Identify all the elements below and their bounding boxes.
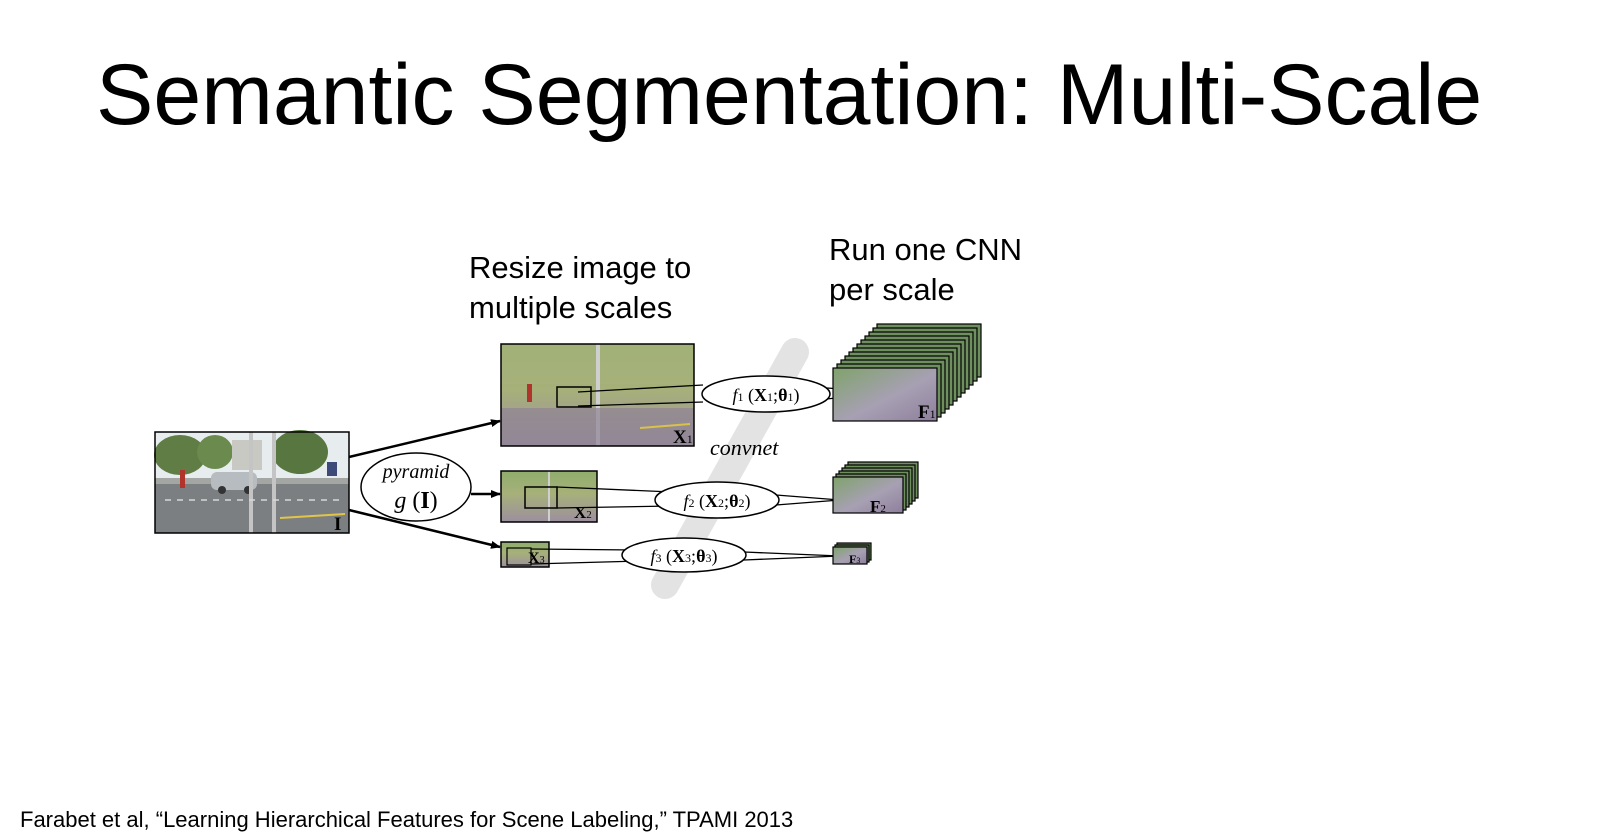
pyramid-node: pyramid g (I) [360, 452, 472, 522]
scale-1-function: f1 (X1;θ1) [733, 385, 800, 406]
scale-2-feature-map-layer [832, 476, 904, 514]
scale-1-x-label: X1 [673, 427, 693, 448]
scale-3-feature-map-layer [832, 546, 868, 565]
input-label: I [334, 514, 341, 535]
convnet-label: convnet [710, 435, 779, 460]
scale-2-function: f2 (X2;θ2) [684, 491, 751, 512]
scale-1-convnet: f1 (X1;θ1) [701, 375, 831, 413]
caption-resize-line-1: Resize image to [469, 250, 692, 285]
pyramid-label: pyramid [381, 461, 451, 483]
scale-3-convnet: f3 (X3;θ3) [621, 537, 747, 573]
scale-1-feature-label: F1 [918, 402, 936, 423]
scale-3-x-label: X3 [528, 550, 545, 567]
caption-cnn-line-2: per scale [829, 272, 955, 307]
scale-2-convnet: f2 (X2;θ2) [654, 481, 780, 519]
scale-1-feature-maps [832, 323, 982, 422]
caption-run-cnn: Run one CNN per scale [829, 230, 1022, 310]
scale-2-image: X2 [500, 470, 598, 523]
scale-3-feature-label: F3 [849, 552, 860, 566]
input-image: I [154, 430, 350, 535]
citation: Farabet et al, “Learning Hierarchical Fe… [20, 807, 794, 832]
pyramid-formula: g (I) [394, 488, 437, 514]
scale-3-image: X3 [500, 541, 550, 568]
caption-resize-image: Resize image to multiple scales [469, 248, 691, 328]
scale-1-image: X1 [500, 343, 695, 448]
scale-1-feature-map-layer [832, 367, 938, 422]
caption-resize-line-2: multiple scales [469, 290, 673, 325]
slide-title: Semantic Segmentation: Multi-Scale [96, 47, 1483, 143]
scale-3-feature-maps [832, 542, 872, 565]
scale-2-feature-maps [832, 461, 919, 514]
scale-2-connectors [556, 486, 841, 509]
scale-3-connectors [530, 548, 841, 565]
scale-2-feature-label: F2 [870, 497, 886, 516]
caption-cnn-line-1: Run one CNN [829, 232, 1022, 267]
pyramid-arrows [348, 419, 501, 549]
scale-3-function: f3 (X3;θ3) [651, 546, 718, 567]
